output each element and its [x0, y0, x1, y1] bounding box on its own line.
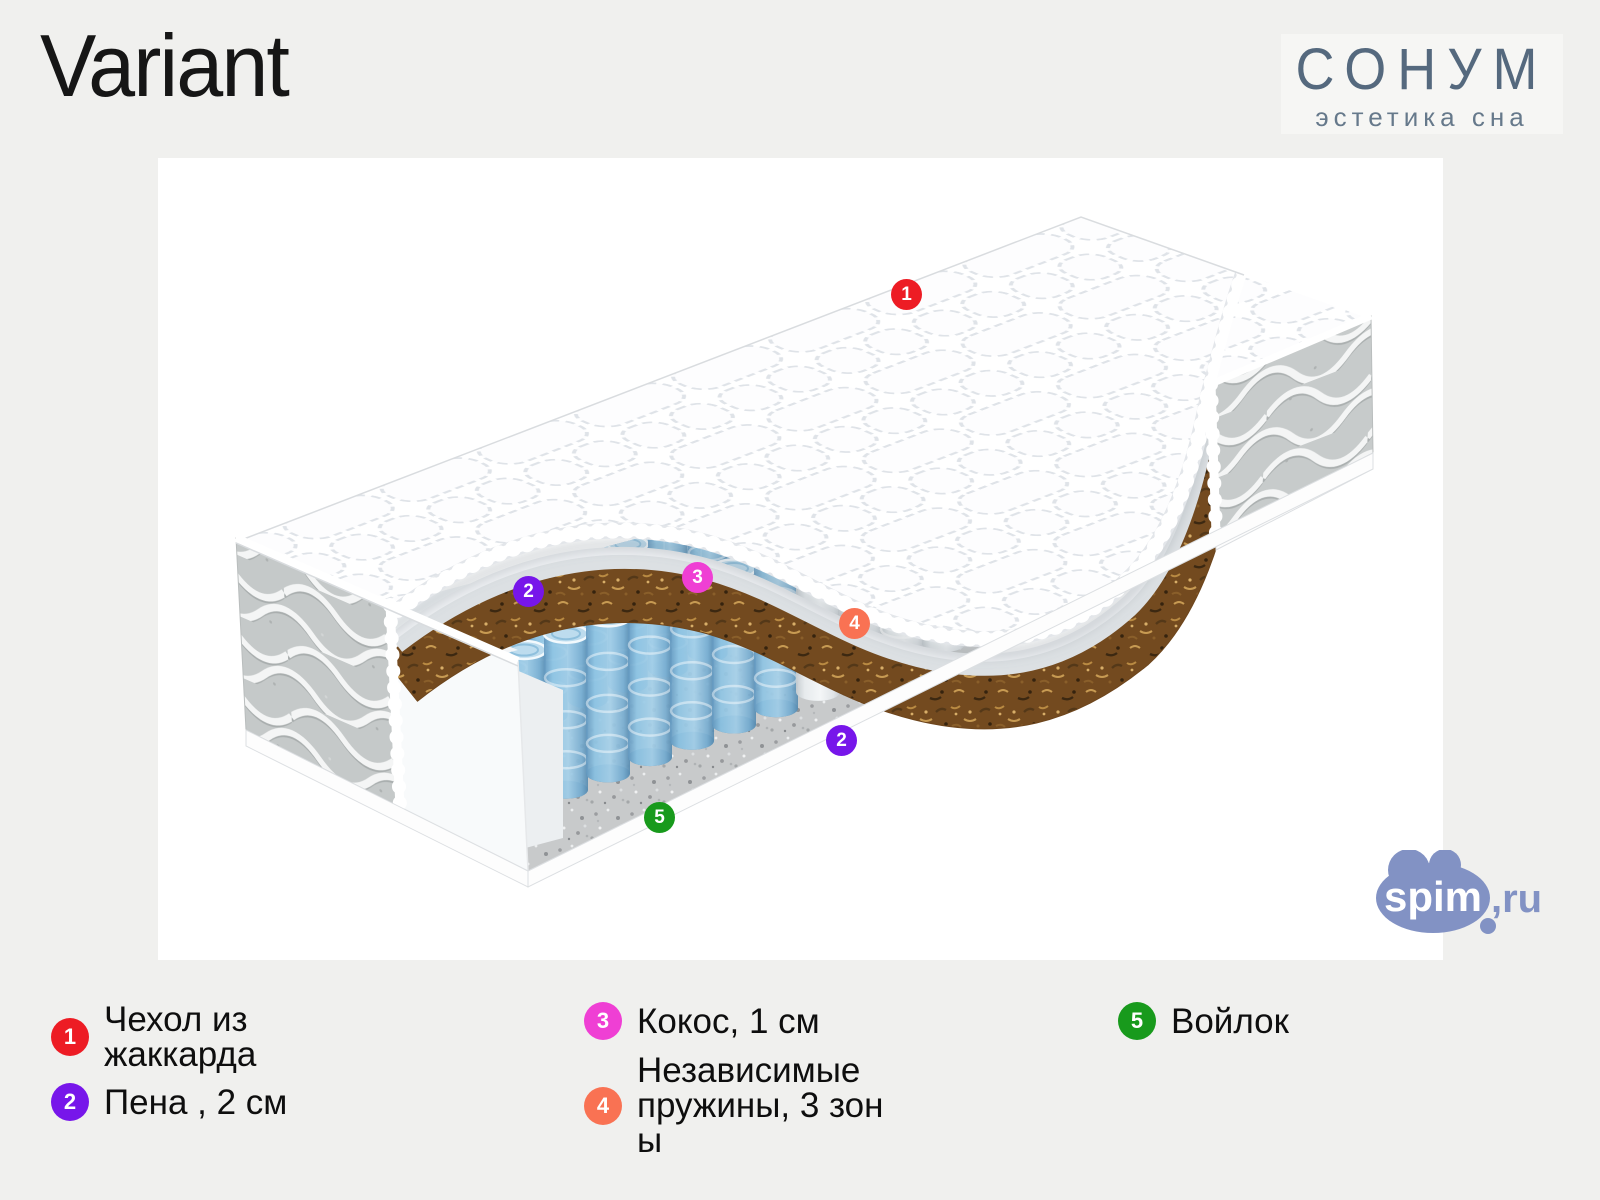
legend-label-1: Чехол из жаккарда	[104, 1000, 257, 1074]
legend-item-felt: 5 Войлок	[1118, 1002, 1289, 1040]
bottom-border	[245, 452, 1374, 888]
legend-label-4: Независимые пружины, 3 зон ы	[637, 1051, 884, 1160]
marker-felt: 5	[644, 802, 675, 833]
legend-num-1: 1	[51, 1018, 89, 1056]
quilted-cover-right	[1207, 268, 1373, 386]
cover-piping	[234, 209, 1246, 667]
legend-item-cover: 1 Чехол из жаккарда	[51, 1002, 384, 1072]
legend-label-3: Кокос, 1 см	[637, 1001, 820, 1041]
mattress-illustration	[234, 209, 1374, 888]
ru-text: ,ru	[1491, 877, 1542, 921]
legend-label-2: Пена , 2 см	[104, 1082, 288, 1122]
brand-logo: СОНУМ эстетика сна	[1281, 34, 1563, 134]
legend-item-foam: 2 Пена , 2 см	[51, 1083, 287, 1121]
brand-name: СОНУМ	[1295, 37, 1549, 102]
side-panel-left	[235, 537, 407, 814]
legend-num-3: 3	[584, 1002, 622, 1040]
legend-num-2: 2	[51, 1083, 89, 1121]
marker-foam-top: 2	[513, 576, 544, 607]
marker-springs: 4	[839, 608, 870, 639]
legend-num-4: 4	[584, 1086, 622, 1125]
legend-item-springs: 4 Независимые пружины, 3 зон ы	[584, 1053, 883, 1158]
legend-item-coconut: 3 Кокос, 1 см	[584, 1002, 820, 1040]
marker-cover: 1	[891, 279, 922, 310]
page-title: Variant	[40, 16, 290, 115]
spim-text: spim	[1384, 873, 1482, 920]
spim-cloud-icon: spim ,ru	[1376, 849, 1542, 934]
spim-ru-watermark: spim ,ru	[1375, 849, 1550, 945]
mattress-image-panel	[158, 158, 1443, 960]
legend-num-5: 5	[1118, 1002, 1156, 1040]
marker-foam-bottom: 2	[826, 725, 857, 756]
marker-coconut: 3	[682, 562, 713, 593]
brand-tagline: эстетика сна	[1315, 102, 1529, 132]
legend-label-5: Войлок	[1171, 1001, 1289, 1041]
